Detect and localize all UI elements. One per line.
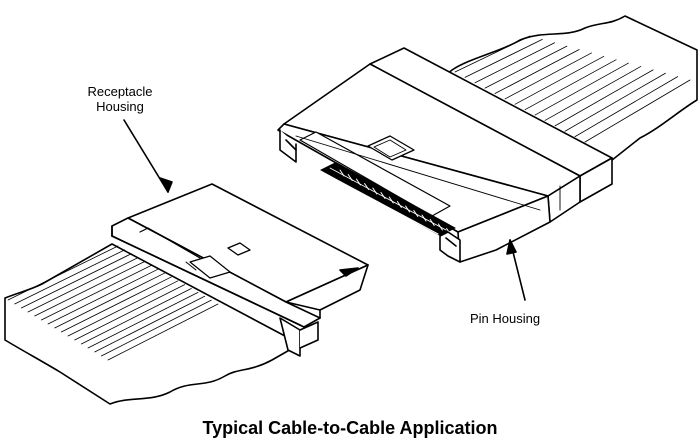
- cable-rib-line: [454, 35, 531, 73]
- cable-rib-line: [47, 268, 159, 325]
- cable-rib-line: [484, 45, 568, 89]
- cable-rib-line: [100, 299, 212, 357]
- cable-rib-line: [27, 257, 139, 313]
- pin-tick: [396, 201, 402, 208]
- cable-rib-line: [34, 261, 146, 317]
- pin-tick: [421, 214, 427, 222]
- cable-rib-line: [464, 38, 543, 78]
- pin-tick: [380, 192, 386, 199]
- pin-tick: [339, 169, 345, 177]
- receptacle-label-line1: Receptacle: [87, 84, 153, 99]
- figure-caption: Typical Cable-to-Cable Application: [202, 418, 498, 438]
- cable-rib-line: [524, 59, 617, 111]
- cable-rib-line: [494, 49, 580, 94]
- cable-rib-line: [60, 276, 172, 333]
- cable-rib-line: [20, 253, 132, 309]
- cable-rib-line: [40, 264, 152, 321]
- pin-tick: [364, 183, 370, 190]
- receptacle-arrow: [123, 119, 173, 193]
- cable-rib-line: [54, 272, 166, 329]
- cable-rib-line: [534, 62, 629, 116]
- right-ribbon-cable: [439, 15, 698, 169]
- cable-rib-line: [107, 303, 219, 361]
- receptacle-housing: [111, 183, 369, 357]
- cable-rib-line: [514, 55, 605, 105]
- pin-tick: [437, 223, 443, 231]
- cable-rib-line: [574, 76, 679, 138]
- cable-rib-line: [14, 249, 126, 305]
- pin-tick: [372, 187, 378, 195]
- cable-rib-line: [474, 42, 556, 84]
- pin-tick: [413, 210, 419, 217]
- pin-housing-label: Pin Housing: [470, 311, 541, 326]
- pin-tick: [388, 196, 394, 204]
- cable-rib-line: [94, 295, 206, 353]
- cable-rib-line: [7, 245, 119, 301]
- cable-rib-line: [554, 69, 654, 127]
- cable-rib-line: [80, 288, 192, 345]
- receptacle-label-line2: Housing: [96, 99, 144, 114]
- left-ribbon-cable: [4, 243, 301, 405]
- pin-tick: [405, 205, 411, 213]
- pin-tick: [355, 178, 361, 186]
- cable-rib-line: [544, 66, 642, 121]
- pin-housing: [277, 47, 613, 263]
- cable-rib-line: [504, 52, 592, 100]
- cable-rib-line: [564, 72, 666, 132]
- cable-rib-line: [87, 291, 199, 349]
- cable-rib-line: [67, 280, 179, 337]
- pin-tick: [347, 174, 353, 181]
- receptacle-housing-label: Receptacle Housing: [70, 84, 170, 114]
- pin-arrow: [506, 239, 526, 301]
- pin-tick: [429, 219, 435, 226]
- cable-rib-line: [584, 79, 691, 143]
- cable-rib-line: [74, 284, 186, 341]
